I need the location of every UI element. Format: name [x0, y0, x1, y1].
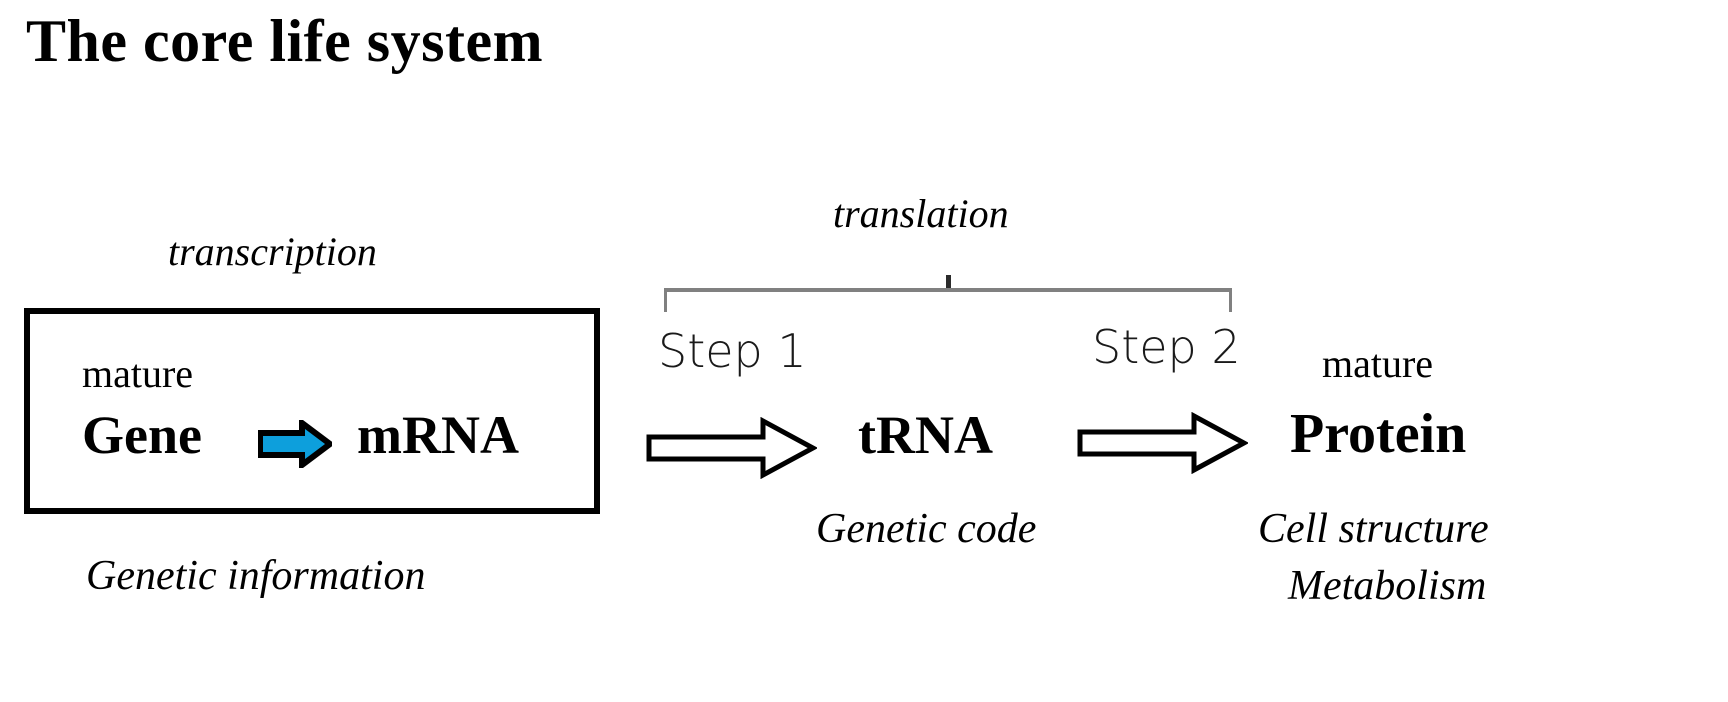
translation-label: translation [833, 191, 1009, 236]
bracket-right-tick [1229, 288, 1232, 312]
mrna-label: mRNA [357, 405, 519, 465]
cell-structure-caption: Cell structure [1258, 506, 1489, 552]
transcription-label: transcription [168, 229, 377, 274]
protein-label: Protein [1290, 403, 1467, 465]
blue-right-arrow-icon [257, 417, 335, 471]
mature-label-protein: mature [1322, 341, 1434, 386]
trna-label: tRNA [858, 405, 993, 465]
step-2-label: Step 2 [1092, 320, 1241, 374]
hollow-right-arrow-icon-2 [1076, 411, 1250, 475]
gene-label: Gene [82, 405, 202, 465]
hollow-right-arrow-icon-1 [645, 416, 819, 480]
gene-mrna-box [24, 308, 600, 514]
genetic-code-caption: Genetic code [816, 506, 1037, 552]
bracket-center-tick [946, 275, 951, 289]
page-title: The core life system [26, 8, 544, 74]
bracket-bar [664, 288, 1232, 292]
step-1-label: Step 1 [658, 324, 807, 378]
bracket-left-tick [664, 288, 667, 312]
metabolism-caption: Metabolism [1288, 563, 1487, 609]
span-bracket-icon [664, 275, 1232, 318]
genetic-information-caption: Genetic information [86, 553, 426, 599]
mature-label-gene: mature [82, 351, 194, 396]
